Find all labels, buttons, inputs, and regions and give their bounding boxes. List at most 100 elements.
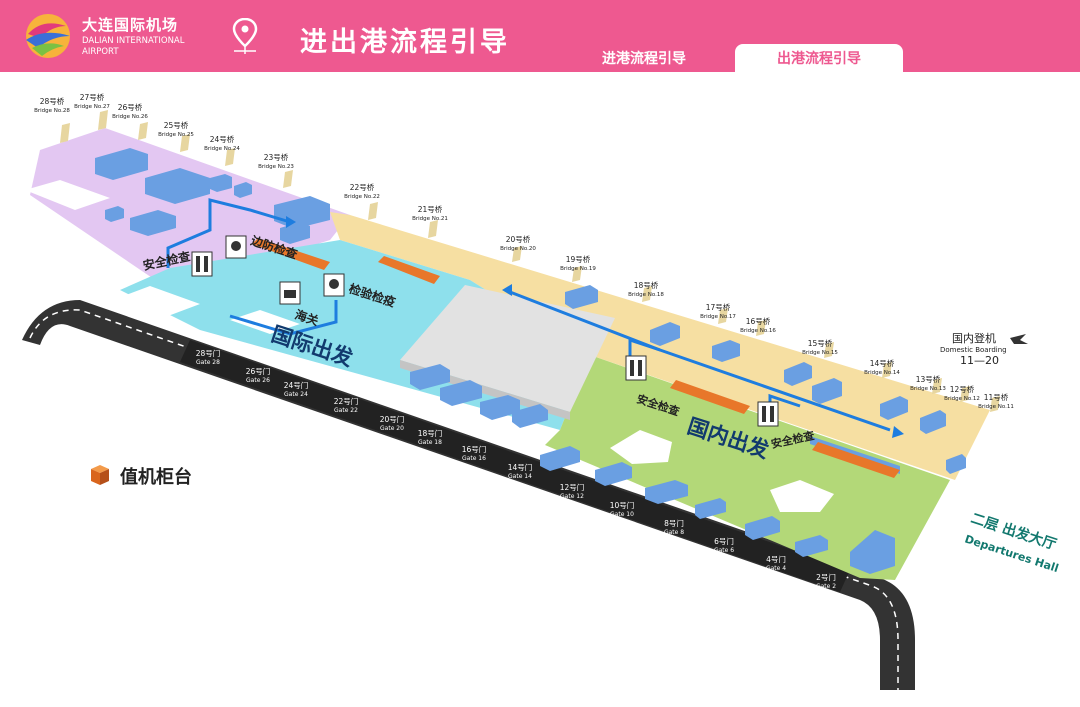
bridge-label-en-3: Bridge No.25 (158, 132, 194, 138)
bridge-label-15: 13号桥 (916, 374, 941, 384)
bridge-label-en-15: Bridge No.13 (910, 386, 946, 392)
location-pin-icon (232, 18, 258, 54)
security-dom-2-icon (757, 401, 779, 427)
gate-label-en-13: Gate 2 (816, 583, 836, 590)
airport-logo-icon (26, 14, 70, 58)
gate-label-10: 8号门 (664, 519, 684, 528)
logo-english-line1: DALIAN INTERNATIONAL (82, 36, 185, 46)
central-building (400, 285, 615, 412)
gate-label-en-4: Gate 20 (380, 425, 404, 432)
bridge-label-en-0: Bridge No.28 (34, 108, 70, 114)
tab-arrival-guide[interactable]: 进港流程引导 (602, 51, 686, 67)
bridge-label-12: 16号桥 (746, 316, 771, 326)
gate-label-en-3: Gate 22 (334, 407, 358, 414)
gate-label-6: 16号门 (462, 445, 487, 454)
logo-english-line2: AIRPORT (82, 47, 119, 57)
terminal-map: 安全检查 边防检查 检验检疫 海关 安全检查 安全检查 国际出发 国内出发 国内… (22, 92, 1060, 690)
checkin-counter-legend-label: 值机柜台 (120, 467, 192, 488)
gate-label-en-8: Gate 12 (560, 493, 584, 500)
bridge-label-1: 27号桥 (80, 92, 105, 102)
gate-label-13: 2号门 (816, 573, 836, 582)
bridge-label-en-8: Bridge No.20 (500, 246, 536, 252)
bridge-label-14: 14号桥 (870, 358, 895, 368)
domestic-boarding-range: 11—20 (960, 354, 999, 367)
arrow-head-dom-left (502, 284, 512, 296)
customs-label: 海关 (293, 307, 320, 329)
bridge-label-5: 23号桥 (264, 152, 289, 162)
bridge-label-4: 24号桥 (210, 134, 235, 144)
flow-arrows (166, 198, 891, 432)
bridge-label-en-4: Bridge No.24 (204, 146, 240, 152)
bridge-label-en-14: Bridge No.14 (864, 370, 900, 376)
bridge-label-en-1: Bridge No.27 (74, 104, 110, 110)
gate-label-en-0: Gate 28 (196, 359, 220, 366)
bridge-label-en-9: Bridge No.19 (560, 266, 596, 272)
bridge-label-10: 18号桥 (634, 280, 659, 290)
bridge-label-en-17: Bridge No.11 (978, 404, 1014, 410)
checkin-counter-legend-icon (91, 465, 109, 485)
bridge-label-0: 28号桥 (40, 96, 65, 106)
bridge-label-en-12: Bridge No.16 (740, 328, 776, 334)
gate-label-2: 24号门 (284, 381, 309, 390)
bridge-label-2: 26号桥 (118, 102, 143, 112)
bridge-label-13: 15号桥 (808, 338, 833, 348)
bridge-label-9: 19号桥 (566, 254, 591, 264)
logo-chinese-name: 大连国际机场 (82, 16, 179, 34)
bridge-label-7: 21号桥 (418, 204, 443, 214)
bridge-label-16: 12号桥 (950, 384, 975, 394)
bridge-label-17: 11号桥 (984, 392, 1009, 402)
gate-label-7: 14号门 (508, 463, 533, 472)
gate-label-en-9: Gate 10 (610, 511, 634, 518)
bridge-labels: 28号桥 Bridge No.28 27号桥 Bridge No.27 26号桥 Brid… (34, 92, 1014, 410)
gate-label-en-1: Gate 26 (246, 377, 270, 384)
quarantine-icon (323, 273, 345, 297)
gate-label-4: 20号门 (380, 415, 405, 424)
bridge-label-en-13: Bridge No.15 (802, 350, 838, 356)
customs-icon (279, 281, 301, 305)
bridge-label-en-11: Bridge No.17 (700, 314, 736, 320)
bridge-label-11: 17号桥 (706, 302, 731, 312)
logo-english-name: DALIAN INTERNATIONAL AIRPORT (82, 36, 184, 58)
bridge-label-en-5: Bridge No.23 (258, 164, 294, 170)
gate-label-0: 28号门 (196, 349, 221, 358)
gate-label-3: 22号门 (334, 397, 359, 406)
gate-label-12: 4号门 (766, 555, 786, 564)
border-control-icon (225, 235, 247, 259)
bridge-label-3: 25号桥 (164, 120, 189, 130)
bridge-label-6: 22号桥 (350, 182, 375, 192)
bridge-label-8: 20号桥 (506, 234, 531, 244)
gate-label-en-5: Gate 18 (418, 439, 442, 446)
arrow-head-intl (286, 216, 296, 228)
header-bar: 大连国际机场 DALIAN INTERNATIONAL AIRPORT 进出港流… (0, 0, 1080, 72)
tab-departure-guide[interactable]: 出港流程引导 (735, 44, 903, 72)
bridge-stubs (60, 110, 1000, 412)
bridge-label-en-6: Bridge No.22 (344, 194, 380, 200)
domestic-boarding-cn: 国内登机 (952, 331, 996, 345)
bridge-label-en-2: Bridge No.26 (112, 114, 148, 120)
gate-label-en-2: Gate 24 (284, 391, 308, 398)
gate-label-11: 6号门 (714, 537, 734, 546)
arrow-head-dom-right (892, 426, 904, 438)
road (22, 300, 915, 690)
gate-label-en-6: Gate 16 (462, 455, 486, 462)
gate-label-en-12: Gate 4 (766, 565, 786, 572)
bridge-label-en-7: Bridge No.21 (412, 216, 448, 222)
gate-label-5: 18号门 (418, 429, 443, 438)
domestic-zone (545, 355, 950, 580)
domestic-boarding-en: Domestic Boarding (940, 346, 1007, 354)
gate-label-en-7: Gate 14 (508, 473, 532, 480)
gate-label-en-10: Gate 8 (664, 529, 684, 536)
gate-label-en-11: Gate 6 (714, 547, 734, 554)
shop-blocks (95, 148, 966, 574)
checkin-counters (252, 238, 900, 478)
bridge-label-en-16: Bridge No.12 (944, 396, 980, 402)
gate-strip (180, 340, 850, 592)
gate-label-1: 26号门 (246, 367, 271, 376)
page-title: 进出港流程引导 (300, 27, 510, 58)
airplane-icon (1010, 334, 1028, 344)
bridge-label-en-10: Bridge No.18 (628, 292, 664, 298)
security-dom-1-icon (625, 355, 647, 381)
security-intl-icon (191, 251, 213, 277)
gate-label-9: 10号门 (610, 501, 635, 510)
